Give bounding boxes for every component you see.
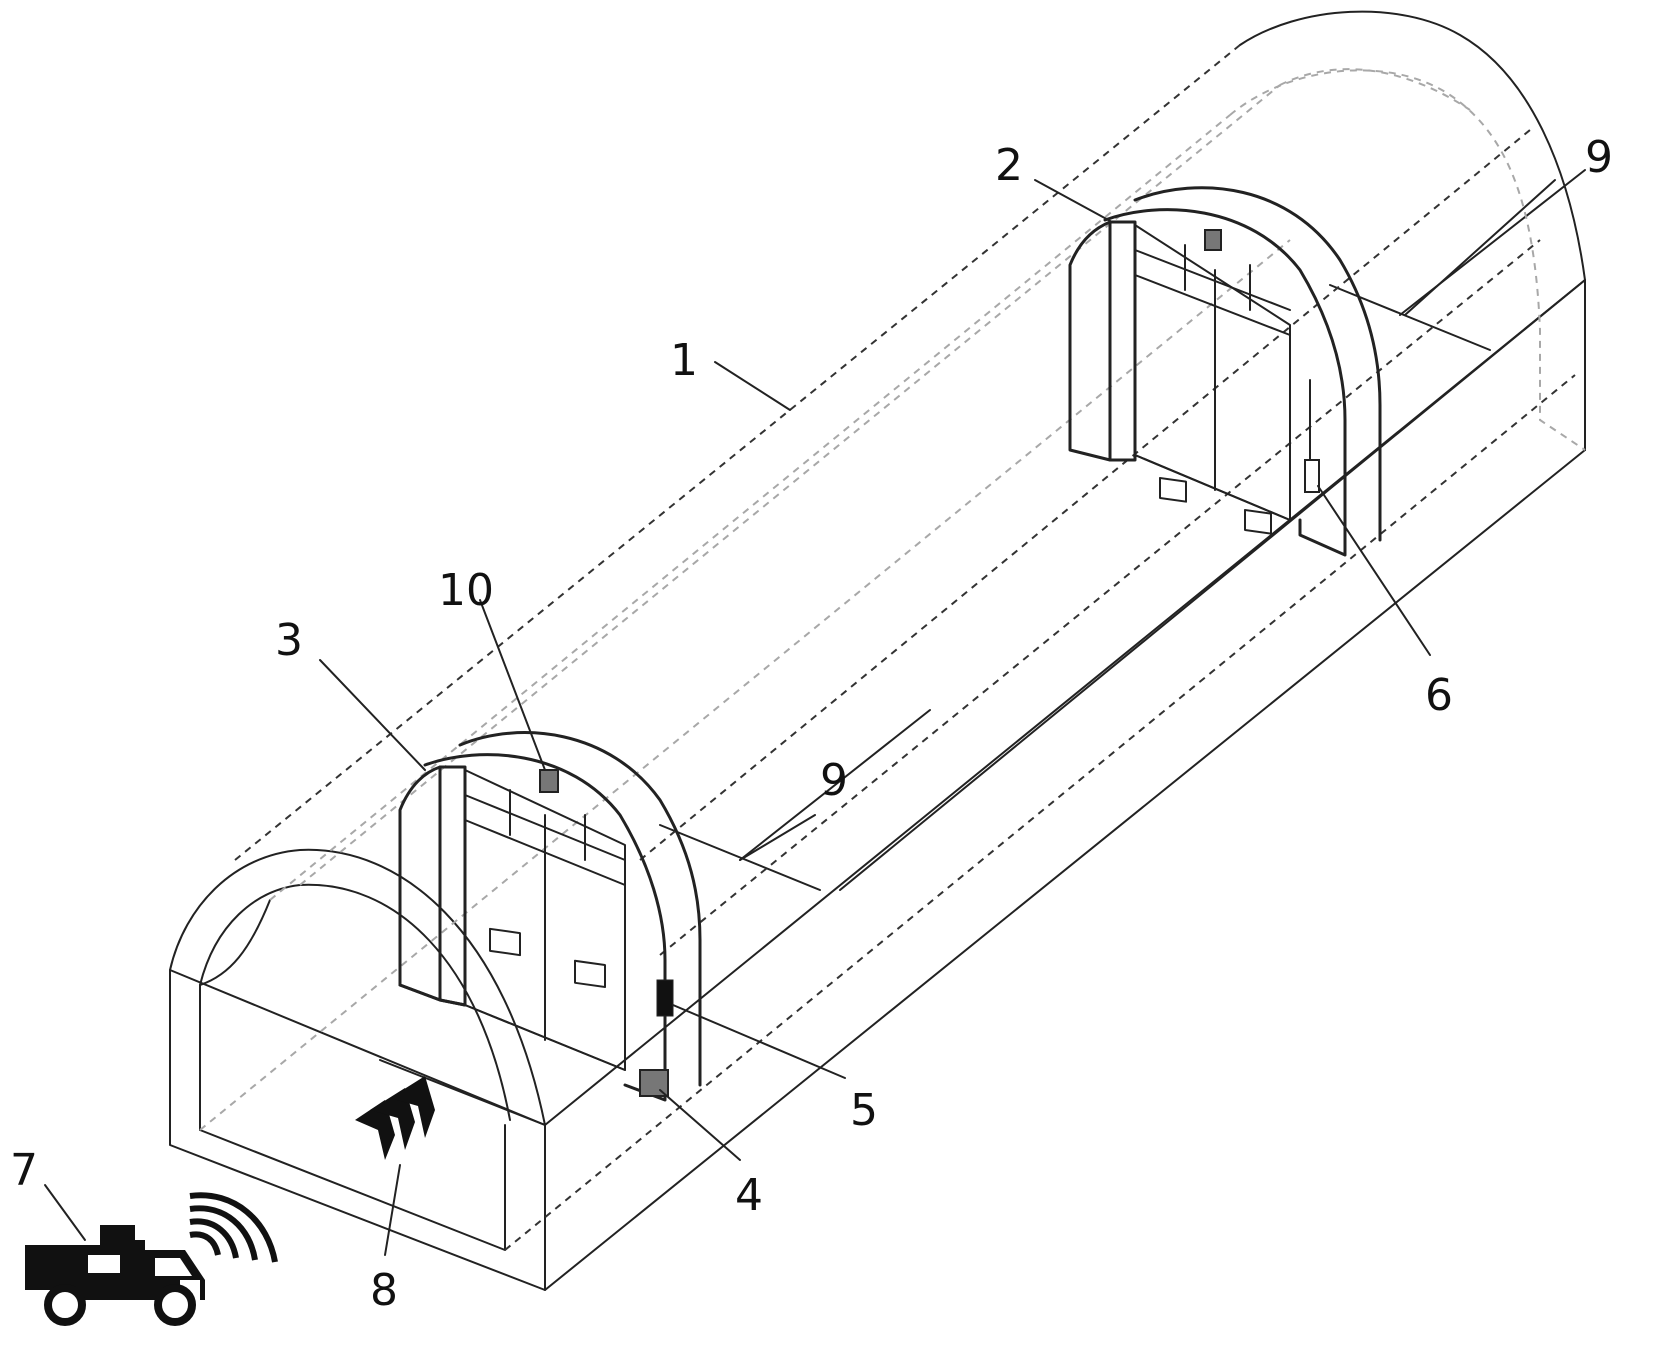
truck-window xyxy=(88,1255,120,1273)
front-door-top-sensor-10 xyxy=(539,769,559,793)
faint-rear-inner xyxy=(1279,68,1471,111)
front-door-bottom-rail xyxy=(464,1004,626,1071)
rear-door-top-sensor xyxy=(1204,229,1222,251)
front-door-arch-face xyxy=(423,753,667,1102)
label-6: 6 xyxy=(1425,670,1453,721)
rear-door-assembly xyxy=(1068,186,1382,557)
label-8: 8 xyxy=(370,1265,398,1316)
label-3: 3 xyxy=(275,615,303,666)
rear-door-window-right xyxy=(1244,508,1272,535)
label-2: 2 xyxy=(995,140,1023,191)
leader-6 xyxy=(1317,485,1431,656)
truck-icon xyxy=(25,1225,205,1326)
label-4: 4 xyxy=(735,1170,763,1221)
truck-wheel-rear xyxy=(44,1284,86,1326)
leader-9a xyxy=(1404,179,1556,316)
front-door-window-right xyxy=(574,959,606,989)
tunnel-front-face xyxy=(169,969,546,1291)
faint-dash-1 xyxy=(299,84,1281,886)
tunnel-faint-lines xyxy=(199,68,1586,1131)
dashed-base-right xyxy=(504,374,1576,1251)
rear-door-window-left xyxy=(1159,477,1187,503)
label-1: 1 xyxy=(670,335,698,386)
tunnel-front-inner-left xyxy=(199,984,506,1251)
chevron-arrows-icon xyxy=(355,1076,435,1160)
front-door-assembly xyxy=(398,731,702,1102)
leader-lines xyxy=(44,179,1556,1256)
rear-door-arch-face xyxy=(1103,208,1347,557)
leader-8 xyxy=(384,1164,401,1256)
chevron-1 xyxy=(355,1100,395,1160)
leader-7 xyxy=(44,1184,86,1241)
label-9b: 9 xyxy=(820,755,848,806)
floor-line-c xyxy=(659,824,821,891)
tunnel-right-base-edge xyxy=(544,449,1586,1291)
leader-10 xyxy=(479,599,546,771)
rear-door-reader-6 xyxy=(1304,459,1320,493)
rear-door-transom-2 xyxy=(1134,274,1291,336)
label-5: 5 xyxy=(850,1085,878,1136)
leader-3 xyxy=(319,659,426,771)
leader-1 xyxy=(714,361,791,411)
tunnel-body xyxy=(169,10,1586,1291)
rear-door-bottom-rail xyxy=(1134,454,1291,521)
chevron-3 xyxy=(390,1076,435,1138)
leader-4 xyxy=(659,1089,741,1161)
front-door-reader-5 xyxy=(656,979,674,1017)
front-door-window-left xyxy=(489,927,521,957)
floor-line-d xyxy=(1329,284,1491,351)
tunnel-hidden-lines xyxy=(234,44,1576,1251)
signal-arc-1 xyxy=(189,1231,221,1256)
rear-door-frame xyxy=(1134,224,1291,521)
tunnel-front-arch-outer xyxy=(169,848,546,1126)
tunnel-front-arch-inner xyxy=(199,883,511,1121)
floor-line-b xyxy=(839,279,1586,891)
signal-arc-4 xyxy=(189,1192,278,1263)
floor-line-f xyxy=(739,709,931,861)
truck-wheel-front xyxy=(154,1284,196,1326)
rear-door-left-post xyxy=(1108,220,1137,462)
front-door-outer-arch xyxy=(458,731,702,1087)
signal-arc-2 xyxy=(189,1218,239,1259)
rear-door-transom xyxy=(1134,249,1291,311)
signal-arc-3 xyxy=(189,1205,258,1261)
tunnel-front-left-thick xyxy=(199,899,271,986)
faint-dash-2 xyxy=(199,239,1291,1131)
floor-line-a xyxy=(379,1059,546,1126)
front-door-base-block xyxy=(398,983,467,1007)
wireless-signal-icon xyxy=(189,1192,278,1263)
faint-rear-arch xyxy=(1229,69,1586,451)
rear-door-outer-arch xyxy=(1133,186,1382,542)
leader-9b xyxy=(739,814,816,861)
leader-2 xyxy=(1034,179,1113,223)
dashed-ridge-mid xyxy=(639,129,1531,861)
front-door-left-pillar xyxy=(398,765,442,1002)
rear-door-left-pillar xyxy=(1068,220,1112,462)
faint-dash-3 xyxy=(269,114,1231,901)
chevron-2 xyxy=(370,1088,415,1150)
label-10: 10 xyxy=(438,565,494,616)
truck-cab-window xyxy=(155,1258,192,1276)
dashed-ridge-top xyxy=(234,44,1241,861)
label-9a: 9 xyxy=(1585,132,1613,183)
label-7: 7 xyxy=(10,1145,38,1196)
dashed-ridge-low xyxy=(659,239,1541,956)
leader-5 xyxy=(672,1004,846,1079)
tunnel-rear-arch xyxy=(1239,10,1586,451)
